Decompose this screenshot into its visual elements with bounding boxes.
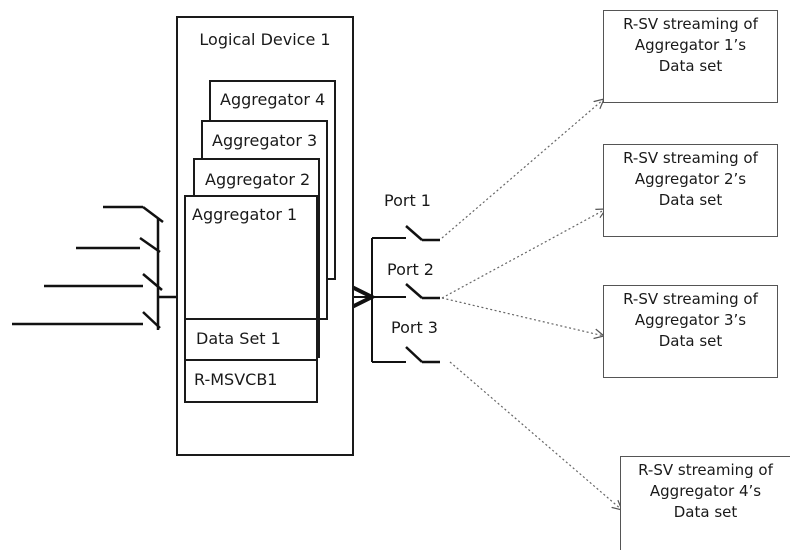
aggregator-1-label: Aggregator 1 — [192, 205, 298, 224]
stream-4-line2: Aggregator 4’s — [649, 482, 762, 500]
stream-3-line2: Aggregator 3’s — [634, 311, 747, 329]
port-1-label: Port 1 — [384, 191, 431, 210]
logical-device-title: Logical Device 1 — [199, 30, 331, 49]
stream-3-line3: Data set — [658, 332, 723, 350]
stream-box-4: R-SV streaming of Aggregator 4’s Data se… — [620, 456, 790, 550]
stream-3-line1: R-SV streaming of — [623, 290, 758, 308]
aggregator-2-label: Aggregator 2 — [205, 170, 311, 189]
control-block-box — [184, 359, 318, 403]
data-set-box — [184, 318, 318, 361]
port-3-label: Port 3 — [391, 318, 438, 337]
stream-1-line3: Data set — [658, 57, 723, 75]
control-block-label: R-MSVCB1 — [194, 370, 278, 389]
stream-2-line3: Data set — [658, 191, 723, 209]
stream-2-line1: R-SV streaming of — [623, 149, 758, 167]
stream-box-3: R-SV streaming of Aggregator 3’s Data se… — [603, 285, 778, 378]
stream-4-line3: Data set — [673, 503, 738, 521]
aggregator-4-label: Aggregator 4 — [220, 90, 326, 109]
data-set-label: Data Set 1 — [196, 329, 281, 348]
stream-4-line1: R-SV streaming of — [638, 461, 773, 479]
stream-1-line2: Aggregator 1’s — [634, 36, 747, 54]
stream-box-2: R-SV streaming of Aggregator 2’s Data se… — [603, 144, 778, 237]
port-2-label: Port 2 — [387, 260, 434, 279]
stream-1-line1: R-SV streaming of — [623, 15, 758, 33]
port-switches — [405, 225, 440, 364]
aggregator-3-label: Aggregator 3 — [212, 131, 318, 150]
input-switches — [12, 205, 184, 330]
stream-2-line2: Aggregator 2’s — [634, 170, 747, 188]
stream-box-1: R-SV streaming of Aggregator 1’s Data se… — [603, 10, 778, 103]
streaming-lines — [441, 99, 622, 510]
